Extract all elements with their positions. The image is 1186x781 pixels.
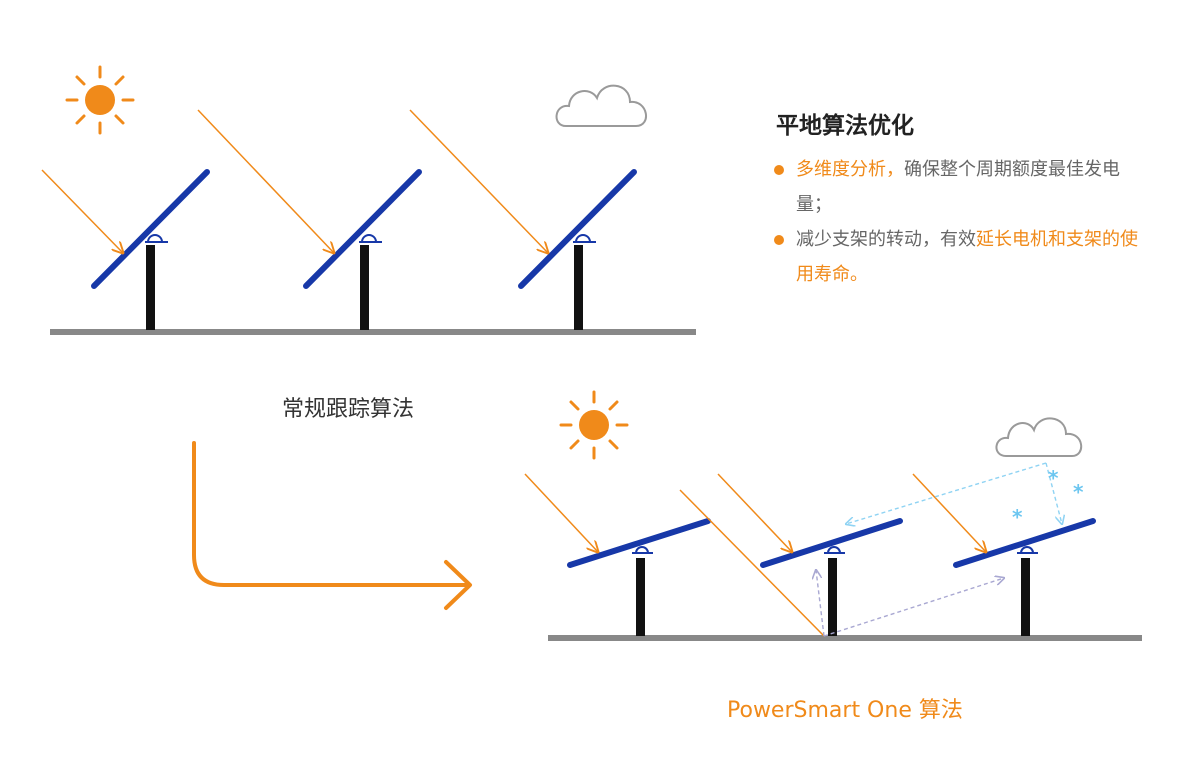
diffuse-light-path	[846, 462, 1062, 524]
tracker-top-3	[518, 169, 637, 330]
reflected-light-paths	[816, 570, 1004, 637]
arrow-head	[444, 560, 472, 610]
cloud-icon	[555, 84, 647, 127]
panel-title: 平地算法优化	[776, 113, 914, 139]
svg-text:*: *	[1012, 505, 1023, 529]
caption-powersmart: PowerSmart One 算法	[727, 698, 963, 723]
feature-list: 多维度分析，确保整个周期额度最佳发电量； 减少支架的转动，有效延长电机和支架的使…	[770, 152, 1150, 292]
sun-rays-top	[41, 109, 548, 253]
tracker-top-1	[91, 169, 210, 330]
svg-text:*: *	[1048, 466, 1059, 490]
snowflake-icon: * * *	[1012, 466, 1084, 529]
list-item: 多维度分析，确保整个周期额度最佳发电量；	[770, 152, 1150, 222]
caption-conventional: 常规跟踪算法	[282, 397, 415, 422]
sun-icon	[65, 65, 135, 135]
svg-text:*: *	[1073, 480, 1084, 504]
bullet-dot-icon	[774, 235, 784, 245]
tracker-bottom-3	[953, 518, 1096, 636]
list-item: 减少支架的转动，有效延长电机和支架的使用寿命。	[770, 222, 1150, 292]
bullet-highlight: 延长电机和支架的使用寿命。	[796, 229, 1138, 285]
tracker-bottom-2	[760, 518, 903, 636]
tracker-bottom-1	[567, 518, 711, 636]
sun-icon	[559, 390, 629, 460]
bullet-dot-icon	[774, 165, 784, 175]
sun-rays-bottom	[524, 473, 986, 637]
tracker-top-2	[303, 169, 422, 330]
bullet-highlight: 多维度分析，	[796, 159, 904, 180]
cloud-icon	[995, 417, 1082, 457]
bullet-text: 减少支架的转动，有效	[796, 229, 976, 250]
bullet-text: 确保整个周期额度最佳发电量；	[796, 159, 1120, 215]
arrow-icon	[192, 441, 470, 587]
